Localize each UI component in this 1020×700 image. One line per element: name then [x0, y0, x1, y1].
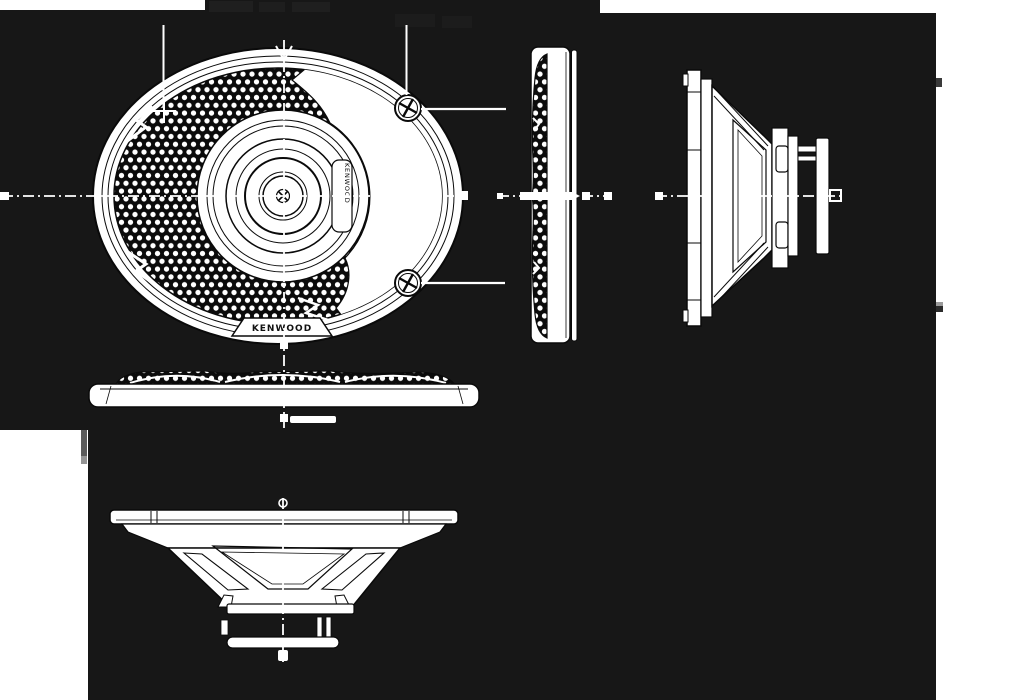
- grille-edge-top-view: [88, 370, 480, 408]
- grille-zigzag-top-left: [125, 104, 153, 144]
- mounting-screw-bottom: [394, 269, 422, 297]
- dimension-extension-line: [81, 430, 87, 456]
- faint-dimension-text: [442, 16, 472, 28]
- faint-dimension-text: [395, 14, 435, 27]
- page-margin-top-right: [600, 0, 1020, 13]
- dimension-tick-right-lower-dark: [936, 306, 943, 312]
- mounting-screw-top: [394, 94, 422, 122]
- grille-top-mesh: [114, 370, 457, 387]
- dimension-lines: [0, 25, 844, 664]
- kenwood-badge: KENWOOD: [230, 317, 334, 337]
- kenwood-badge-text: KENWOOD: [252, 324, 312, 334]
- faint-dimension-text: [292, 2, 330, 12]
- page-margin-top-left: [0, 0, 205, 10]
- dimension-tick-right-lower: [936, 302, 943, 306]
- cone-kenwood-label: KENWOOD: [343, 163, 351, 204]
- faint-dimension-text: [259, 2, 285, 12]
- faint-dimension-text: [209, 1, 253, 12]
- speaker-side-profile-view: [682, 69, 830, 327]
- speaker-front-view: KENWOOD KENWOOD: [92, 47, 464, 345]
- dimension-extension-line-tip: [81, 456, 87, 464]
- speaker-terminals: [316, 616, 323, 639]
- grille-zigzag-bottom-center: [297, 296, 329, 322]
- terminal-tab: [220, 619, 229, 636]
- dimension-tick-right-upper: [936, 78, 942, 87]
- basket-bottom: [166, 547, 402, 608]
- page-margin-bottom-left: [0, 430, 88, 700]
- page-margin-right: [936, 0, 1020, 700]
- grille-zigzag-bottom-left: [127, 250, 155, 286]
- speaker-bottom-profile-view: [109, 509, 459, 649]
